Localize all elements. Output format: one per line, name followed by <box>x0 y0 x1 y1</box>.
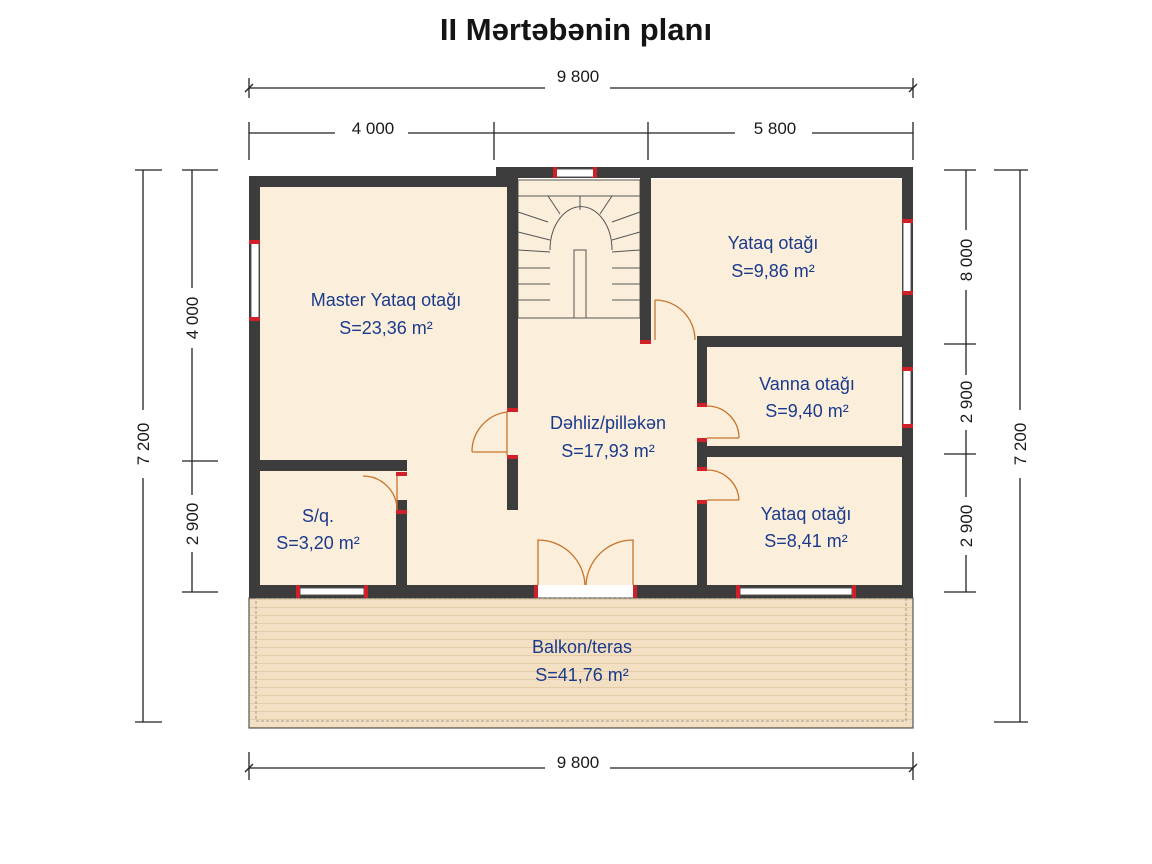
plan-title: II Mərtəbənin planı <box>439 12 713 47</box>
dimension-bottom-total <box>244 752 918 780</box>
dimension-left-outer <box>135 169 162 723</box>
dim-left-lower: 2 900 <box>183 503 202 546</box>
room-bath-area: S=9,40 m² <box>765 401 849 421</box>
room-bath-name: Vanna otağı <box>759 374 855 394</box>
staircase <box>517 179 641 319</box>
windows <box>249 167 913 598</box>
dim-right-middle: 2 900 <box>957 381 976 424</box>
room-bedroom1-area: S=9,86 m² <box>731 261 815 281</box>
dim-right-upper: 8 000 <box>957 239 976 282</box>
dim-left-outer: 7 200 <box>134 423 153 466</box>
room-hall-name: Dəhliz/pilləkən <box>550 413 666 433</box>
room-bedroom2-name: Yataq otağı <box>761 504 852 524</box>
dimension-left-inner <box>182 169 218 593</box>
room-hall-area: S=17,93 m² <box>561 441 655 461</box>
dim-top-total: 9 800 <box>557 67 600 86</box>
room-bedroom2-area: S=8,41 m² <box>764 531 848 551</box>
dimension-top-total <box>244 78 918 98</box>
room-wc-name: S/q. <box>302 506 334 526</box>
room-balcony-name: Balkon/teras <box>532 637 632 657</box>
balcony-terrace <box>248 597 914 729</box>
dimension-top-split <box>248 122 914 160</box>
dim-right-outer: 7 200 <box>1011 423 1030 466</box>
dim-bottom-total: 9 800 <box>557 753 600 772</box>
dimension-right-outer <box>994 169 1028 723</box>
room-wc-area: S=3,20 m² <box>276 533 360 553</box>
room-master-name: Master Yataq otağı <box>311 290 461 310</box>
room-master-area: S=23,36 m² <box>339 318 433 338</box>
room-bedroom1-name: Yataq otağı <box>728 233 819 253</box>
dim-left-upper: 4 000 <box>183 297 202 340</box>
dimension-right-inner <box>944 169 976 593</box>
dim-top-left: 4 000 <box>352 119 395 138</box>
dim-top-right: 5 800 <box>754 119 797 138</box>
doors <box>362 299 740 598</box>
dim-right-lower: 2 900 <box>957 505 976 548</box>
room-balcony-area: S=41,76 m² <box>535 665 629 685</box>
